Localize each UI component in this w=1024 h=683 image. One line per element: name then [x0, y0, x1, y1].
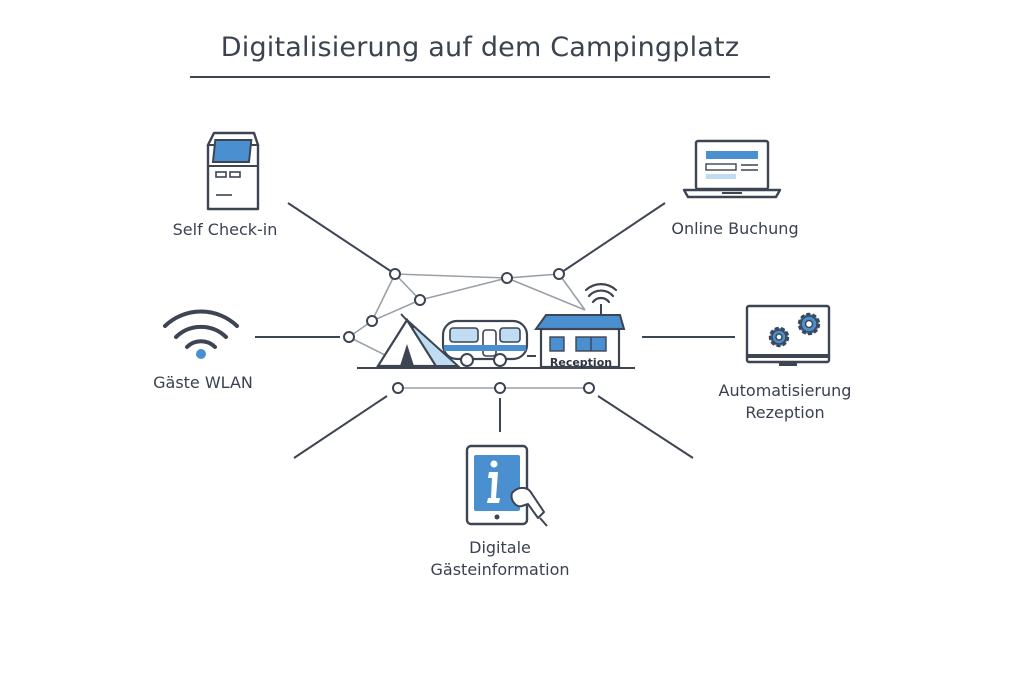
label-automation: Automatisierung Rezeption — [700, 380, 870, 424]
label-self-checkin: Self Check-in — [172, 220, 278, 239]
title-underline — [190, 76, 770, 78]
tent-icon — [376, 313, 461, 368]
page-title: Digitalisierung auf dem Campingplatz — [220, 32, 740, 63]
label-guest-info-line1: Digitale — [469, 538, 531, 557]
label-online-booking: Online Buchung — [671, 219, 799, 238]
label-automation-line1: Automatisierung — [718, 381, 852, 400]
connector-online-booking — [558, 202, 666, 275]
reception-building-icon — [534, 283, 626, 369]
label-guest-info-line2: Gästeinformation — [430, 560, 570, 579]
connector-lines — [255, 202, 735, 459]
connector-lower-right — [597, 395, 694, 459]
wifi-icon — [163, 309, 239, 359]
connector-self-checkin — [287, 202, 396, 275]
label-guest-wifi: Gäste WLAN — [153, 373, 253, 392]
tablet-info-icon — [465, 444, 548, 527]
connector-lower-left — [293, 395, 388, 459]
kiosk-terminal-icon — [206, 131, 260, 211]
monitor-gears-icon — [745, 304, 831, 366]
reception-sign: Reception — [549, 356, 613, 369]
laptop-icon — [682, 139, 782, 199]
label-automation-line2: Rezeption — [745, 403, 825, 422]
caravan-icon — [441, 319, 536, 367]
network-nodes — [343, 268, 595, 394]
label-guest-info: Digitale Gästeinformation — [400, 537, 600, 581]
caravan-rear-wheel — [493, 353, 507, 367]
